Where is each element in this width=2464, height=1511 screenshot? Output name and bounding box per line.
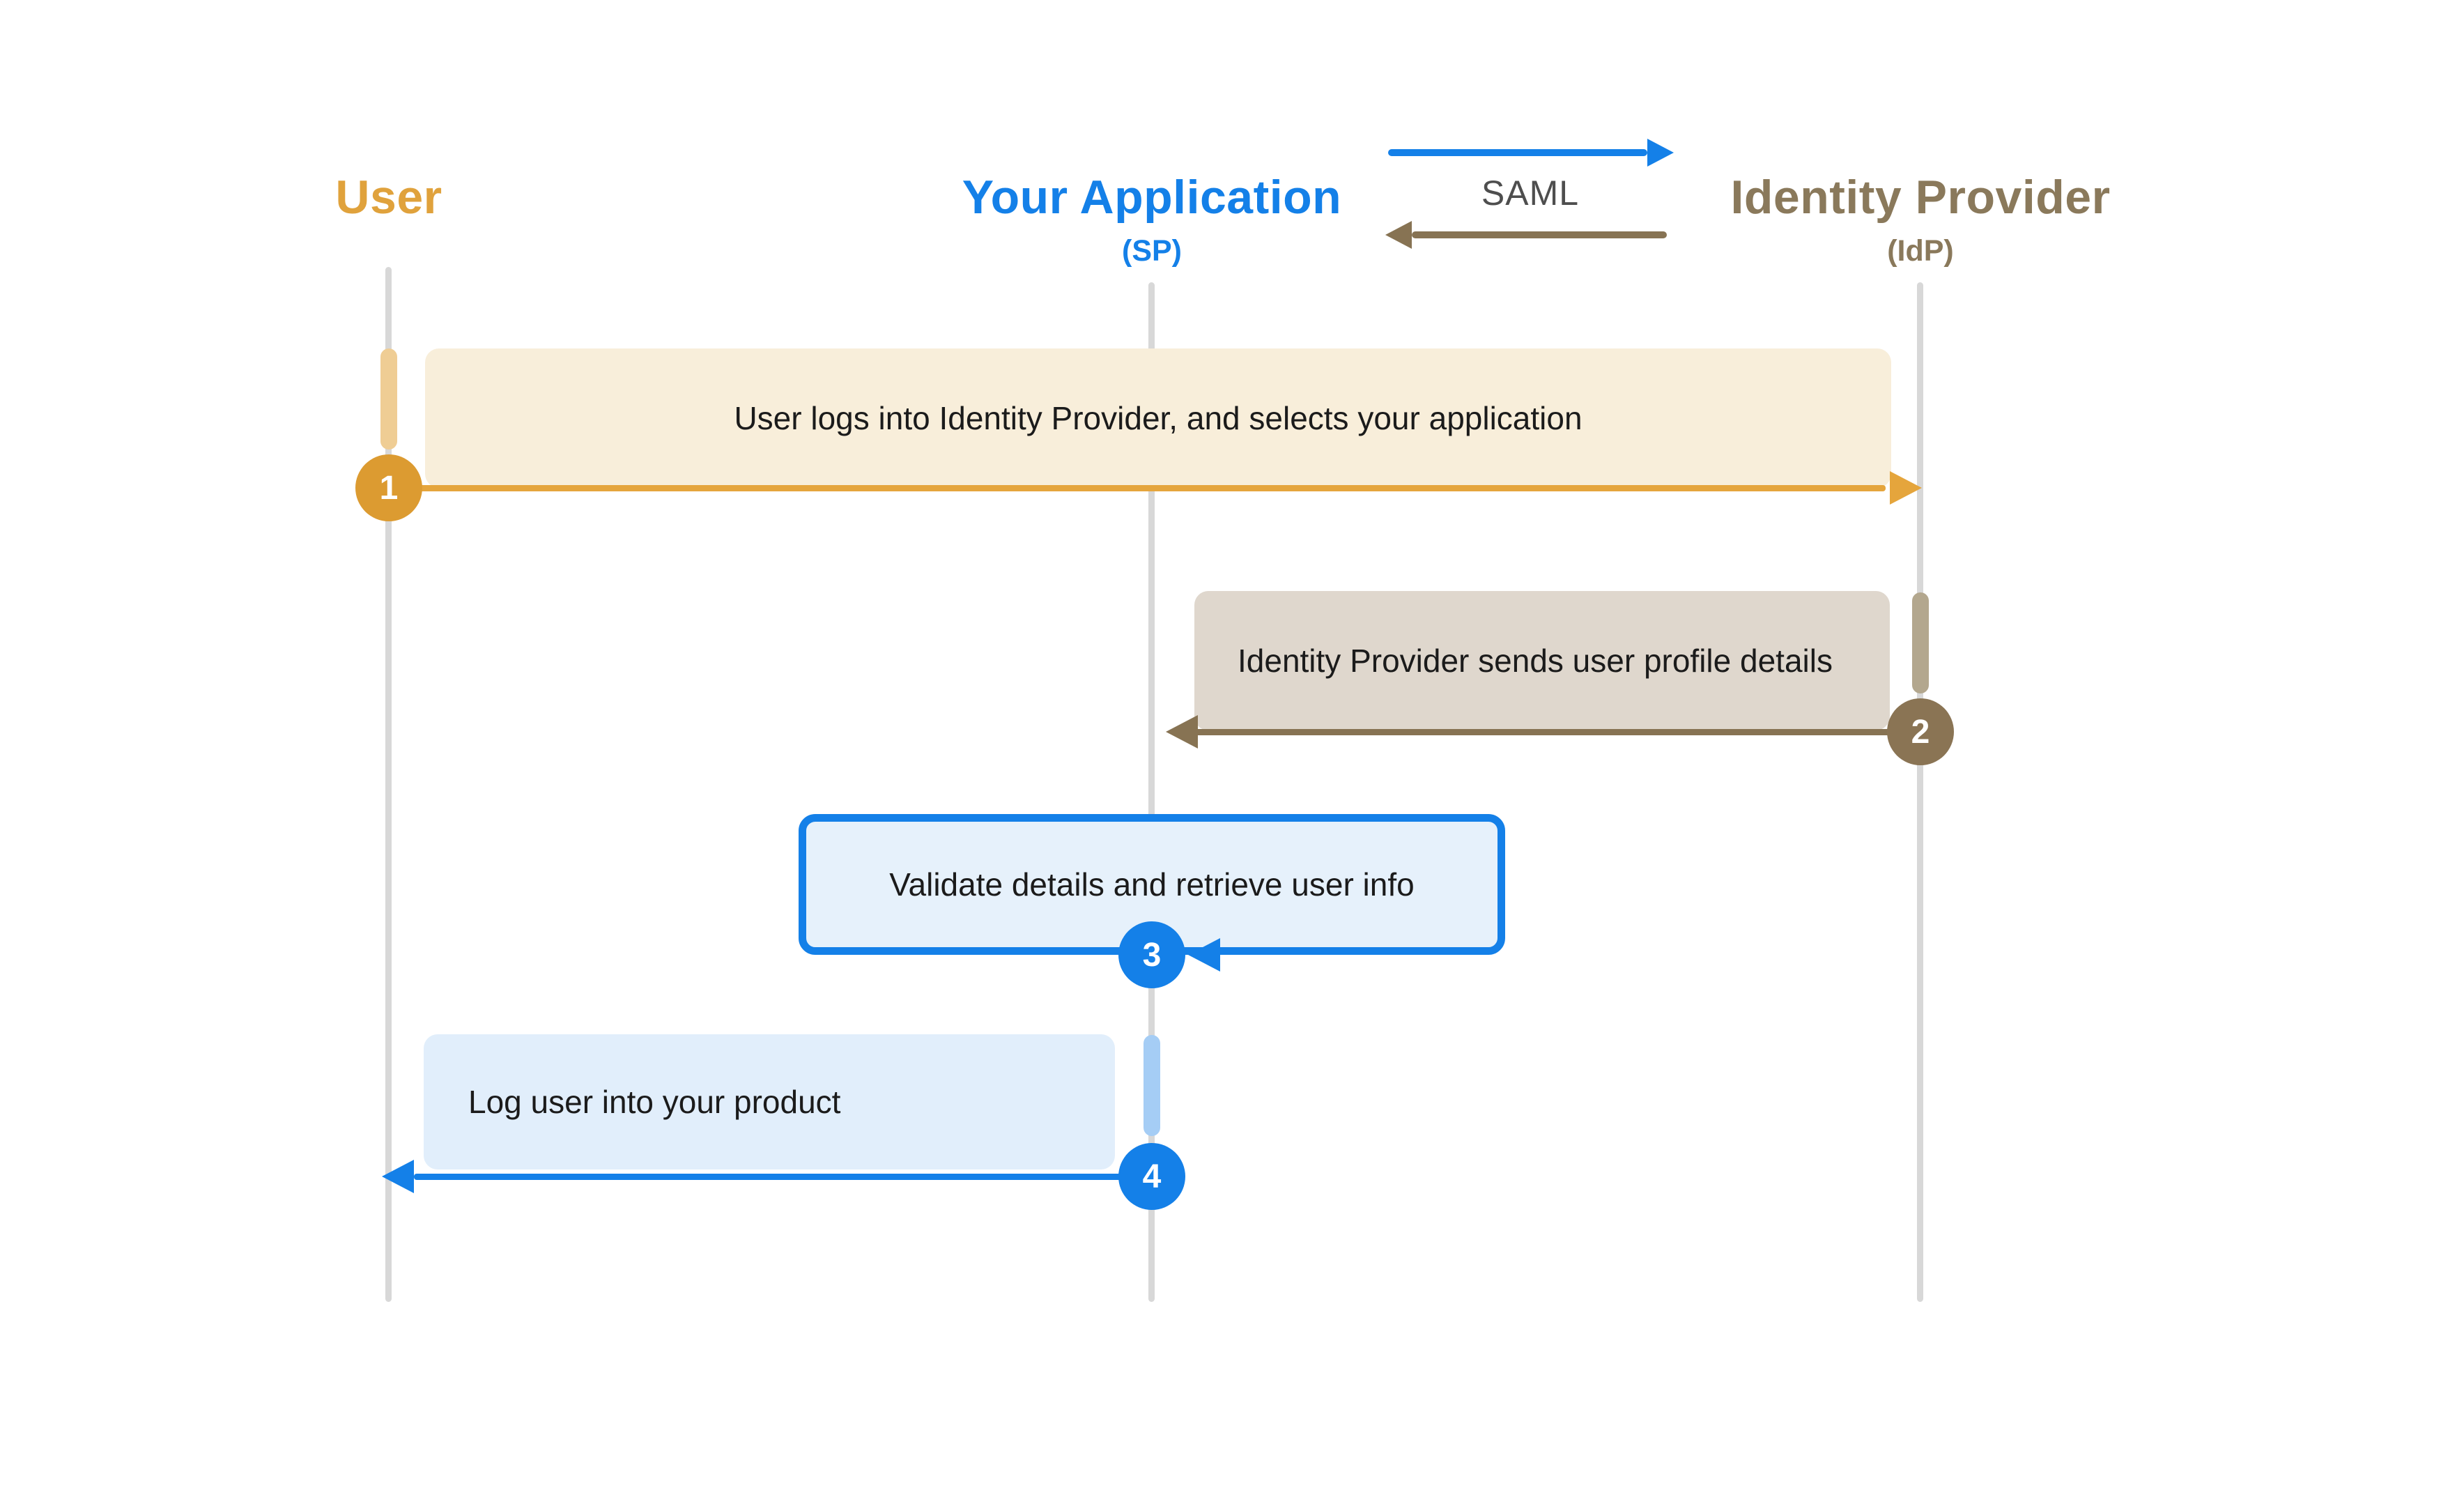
step1-message-text: User logs into Identity Provider, and se… xyxy=(734,400,1583,436)
step1-arrowhead-right-icon xyxy=(1890,471,1922,505)
step1-message-box: User logs into Identity Provider, and se… xyxy=(425,348,1891,488)
arrow-left-icon xyxy=(1385,221,1412,249)
saml-legend-label: SAML xyxy=(1481,174,1580,213)
actor-subtitle-idp: (IdP) xyxy=(1887,234,1954,268)
lifeline-user xyxy=(385,267,392,1302)
step1-number-badge: 1 xyxy=(355,454,422,521)
step1-activation-bar xyxy=(380,348,397,450)
step4-message-box: Log user into your product xyxy=(424,1034,1115,1169)
arrow-right-icon xyxy=(1647,139,1674,167)
step4-arrowhead-left-icon xyxy=(382,1160,414,1193)
saml-return-arrow-shaft xyxy=(1412,231,1667,238)
actor-subtitle-sp: (SP) xyxy=(1122,234,1182,268)
step3-message-text: Validate details and retrieve user info xyxy=(889,866,1415,903)
step3-arrowhead-left-icon xyxy=(1188,938,1220,972)
step2-arrow-shaft xyxy=(1192,729,1920,735)
saml-forward-arrow-shaft xyxy=(1388,149,1647,156)
step4-arrow-shaft xyxy=(414,1174,1152,1180)
step2-number-badge: 2 xyxy=(1887,698,1954,765)
actor-title-user: User xyxy=(335,171,442,224)
step1-arrow-shaft xyxy=(389,485,1886,491)
step4-number-badge: 4 xyxy=(1118,1143,1185,1210)
actor-title-identity-provider: Identity Provider xyxy=(1730,171,2111,224)
step2-message-box: Identity Provider sends user profile det… xyxy=(1194,591,1890,730)
step3-number-badge: 3 xyxy=(1118,921,1185,988)
step4-message-text: Log user into your product xyxy=(468,1084,841,1120)
step2-arrowhead-left-icon xyxy=(1166,715,1198,749)
lifeline-identity-provider xyxy=(1917,282,1923,1302)
actor-title-application: Your Application xyxy=(962,171,1342,224)
lifeline-application xyxy=(1148,282,1155,1302)
step4-activation-bar xyxy=(1144,1035,1160,1136)
step2-activation-bar xyxy=(1912,592,1929,693)
step2-message-text: Identity Provider sends user profile det… xyxy=(1238,643,1833,679)
